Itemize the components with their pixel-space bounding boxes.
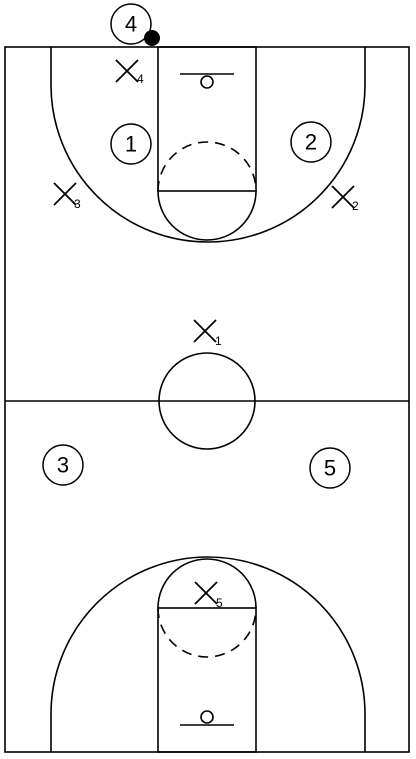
bottom-key <box>157 607 257 753</box>
svg-text:5: 5 <box>324 456 336 481</box>
top-free-throw-circle-solid <box>157 190 257 241</box>
center-circle <box>158 352 256 450</box>
defense-player-1: 1 <box>193 319 222 348</box>
svg-text:4: 4 <box>137 72 144 86</box>
svg-text:1: 1 <box>125 132 137 157</box>
top-free-throw-circle-dashed <box>157 141 257 192</box>
top-key <box>157 46 257 192</box>
svg-text:4: 4 <box>125 12 137 37</box>
defense-player-3: 3 <box>53 182 81 211</box>
offense-player-4: 4 <box>110 3 152 45</box>
top-three-point-line <box>50 47 366 243</box>
svg-text:2: 2 <box>305 130 317 155</box>
svg-text:3: 3 <box>57 453 69 478</box>
bottom-rim <box>200 710 214 724</box>
svg-text:3: 3 <box>74 197 81 211</box>
svg-text:1: 1 <box>215 334 222 348</box>
ball-icon <box>144 30 160 46</box>
offense-player-2: 2 <box>290 121 332 163</box>
defense-player-5: 5 <box>194 581 223 610</box>
bottom-free-throw-circle-solid <box>157 558 257 609</box>
defense-player-4: 4 <box>115 59 144 86</box>
bottom-three-point-line <box>50 556 366 752</box>
offense-player-5: 5 <box>309 447 351 489</box>
defense-player-2: 2 <box>331 185 359 213</box>
offense-player-3: 3 <box>42 444 84 486</box>
bottom-free-throw-circle-dashed <box>157 607 257 658</box>
top-rim <box>200 75 214 89</box>
svg-text:2: 2 <box>352 199 359 213</box>
offense-player-1: 1 <box>110 123 152 165</box>
svg-text:5: 5 <box>216 596 223 610</box>
